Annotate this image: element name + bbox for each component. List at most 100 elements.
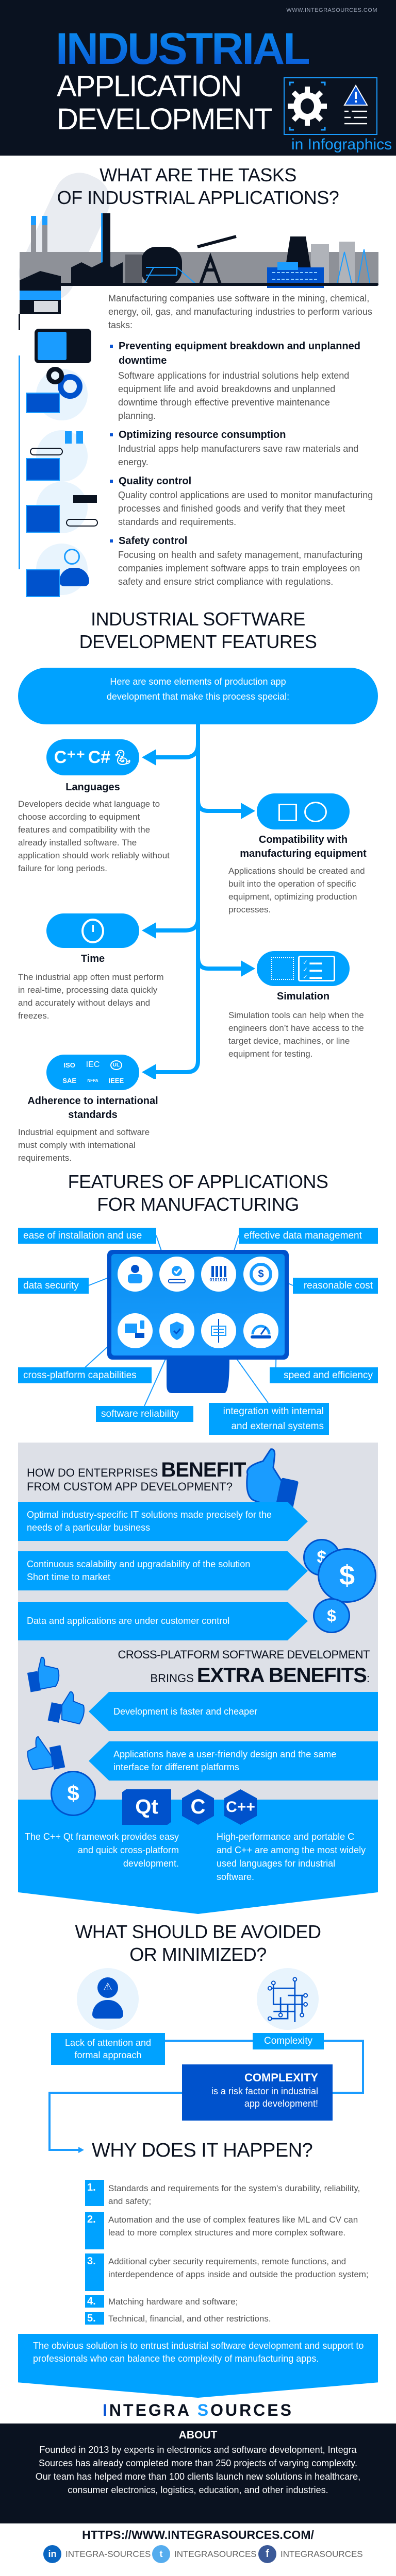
c-logo: C [182, 1789, 214, 1825]
why-list: 1.Standards and requirements for the sys… [85, 2180, 374, 2325]
benefits-title-bold: BENEFIT [161, 1459, 246, 1481]
thumbs-up-icon [27, 1655, 64, 1692]
why-item: 5.Technical, financial, and other restri… [85, 2312, 374, 2325]
speedometer-icon [243, 1313, 278, 1348]
site-url[interactable]: WWW.INTEGRASOURCES.COM [286, 7, 377, 13]
thumbs-up-icon [26, 1736, 67, 1773]
qt-logo: Qt [122, 1789, 171, 1825]
about-title: ABOUT [178, 2429, 218, 2441]
why-text: Technical, financial, and other restrict… [108, 2314, 271, 2324]
cpp-logo: C++ [224, 1789, 257, 1825]
task-body-4: Focusing on health and safety management… [118, 550, 363, 587]
about-footer [0, 2424, 396, 2523]
machine-code-sync-icon [257, 793, 350, 829]
extra-title-pre: BRINGS [150, 1672, 194, 1685]
benefit-text-1: Optimal industry-specific IT solutions m… [27, 1510, 272, 1533]
feature-heading-standards: Adherence to international standards [27, 1095, 158, 1121]
industrial-skyline-illustration [20, 213, 378, 314]
benefit-band-2: Continuous scalability and upgradability… [18, 1551, 308, 1590]
task-heading-1: Preventing equipment breakdown and unpla… [119, 341, 360, 366]
title-application: APPLICATION [57, 70, 242, 103]
extra-title-line1: CROSS-PLATFORM SOFTWARE DEVELOPMENT [118, 1648, 370, 1661]
quality-check-icon [26, 482, 98, 533]
tagline: in Infographics [291, 136, 392, 153]
feature-body-time: The industrial app often must perform in… [18, 972, 164, 1021]
benefit-text-3: Short time to market [27, 1572, 111, 1582]
app-features-title-line1: FEATURES OF APPLICATIONS [68, 1171, 328, 1192]
complexity-risk-box: COMPLEXITY is a risk factor in industria… [182, 2064, 333, 2121]
label-data-security: data security [18, 1278, 89, 1294]
why-item: 4. Matching hardware and software; [85, 2295, 374, 2308]
circuit-complexity-icon [257, 1968, 319, 2030]
task-body-2: Industrial apps help manufacturers save … [118, 444, 359, 467]
devices-icon [118, 1313, 153, 1348]
why-number: 2. [85, 2212, 104, 2249]
benefits-title-line1: HOW DO ENTERPRISES BENEFIT [27, 1460, 246, 1483]
title-industrial: INDUSTRIAL [56, 24, 310, 74]
thumbs-up-icon [46, 1690, 88, 1727]
features-title-line2: DEVELOPMENT FEATURES [79, 631, 317, 652]
lack-of-attention-box: Lack of attention and formal approach [51, 2033, 165, 2065]
why-text: Matching hardware and software; [108, 2297, 238, 2307]
benefits-title-pre: HOW DO ENTERPRISES [27, 1466, 158, 1479]
label-software-reliability: software reliability [96, 1406, 193, 1422]
task-heading-4: Safety control [119, 535, 188, 547]
dollar-coin-icon: $ [51, 1771, 96, 1816]
bullet-icon [110, 433, 113, 436]
avoid-connectors [48, 2040, 364, 2153]
standards-logos-icon: ISO IEC UL SAE NFPA IEEE [46, 1055, 139, 1090]
gear-warning-icon [284, 77, 377, 135]
complexity-bold: COMPLEXITY [244, 2071, 318, 2084]
connector-dark [19, 314, 20, 330]
feature-body-simulation: Simulation tools can help when the engin… [228, 1010, 364, 1059]
iec-logo: IEC [86, 1060, 100, 1070]
extra-benefit-band-1: Development is faster and cheaper [89, 1692, 378, 1731]
gears-maintenance-icon [26, 367, 88, 420]
tasks-title-line2: OF INDUSTRIAL APPLICATIONS? [57, 187, 339, 208]
benefit-band-3: Data and applications are under customer… [18, 1602, 308, 1640]
integra-sources-logo: INTEGRA SOURCES [103, 2401, 293, 2419]
why-number: 1. [85, 2180, 104, 2206]
dollar-coin-icon: $ [318, 1548, 376, 1603]
bullet-icon [110, 539, 113, 543]
avoid-title-line1: WHAT SHOULD BE AVOIDED [75, 1921, 321, 1942]
qt-description: The C++ Qt framework provides easy and q… [24, 1832, 179, 1869]
features-tree-connector [142, 723, 255, 1079]
safety-workers-icon [26, 544, 89, 597]
nfpa-logo: NFPA [87, 1078, 98, 1083]
languages-icon: C⁺⁺C#🐍︎ [46, 739, 139, 775]
iso-logo: ISO [63, 1061, 75, 1069]
stopwatch-icon [46, 913, 139, 948]
facebook-icon: f [258, 2545, 276, 2563]
benefit-text-2: Continuous scalability and upgradability… [27, 1559, 251, 1569]
website-link[interactable]: HTTPS://WWW.INTEGRASOURCES.COM/ [82, 2528, 314, 2541]
extra-benefit-text-2: Applications have a user-friendly design… [113, 1749, 337, 1772]
why-title: WHY DOES IT HAPPEN? [92, 2140, 313, 2161]
resource-conveyor-icon [26, 430, 88, 482]
bullet-icon [110, 480, 113, 483]
label-data-management: effective data management [239, 1228, 378, 1244]
solution-banner [18, 2334, 378, 2398]
extra-title-bold: EXTRA BENEFITS [196, 1664, 367, 1687]
why-item: 2.Automation and the use of complex feat… [85, 2212, 374, 2249]
c-description: High-performance and portable C and C++ … [217, 1832, 366, 1882]
binary-text: 0101001 [209, 1277, 228, 1282]
why-item: 3.Additional cyber security requirements… [85, 2253, 374, 2291]
feature-heading-compatibility: Compatibility with manufacturing equipme… [240, 834, 367, 859]
extra-title-post: : [366, 1672, 370, 1685]
sae-logo: SAE [62, 1077, 77, 1085]
title-development: DEVELOPMENT [57, 103, 272, 136]
dollar-coin-icon: $ [313, 1598, 350, 1633]
benefit-text-4: Data and applications are under customer… [27, 1616, 230, 1626]
data-bars-icon: 0101001 [201, 1257, 236, 1292]
solution-text: The obvious solution is to entrust indus… [33, 2341, 364, 2364]
feature-body-compatibility: Applications should be created and built… [228, 866, 365, 914]
why-number: 4. [85, 2295, 104, 2308]
benefit-band-1: Optimal industry-specific IT solutions m… [18, 1502, 308, 1541]
features-intro: Here are some elements of production app… [106, 676, 290, 702]
task-heading-2: Optimizing resource consumption [119, 429, 286, 440]
